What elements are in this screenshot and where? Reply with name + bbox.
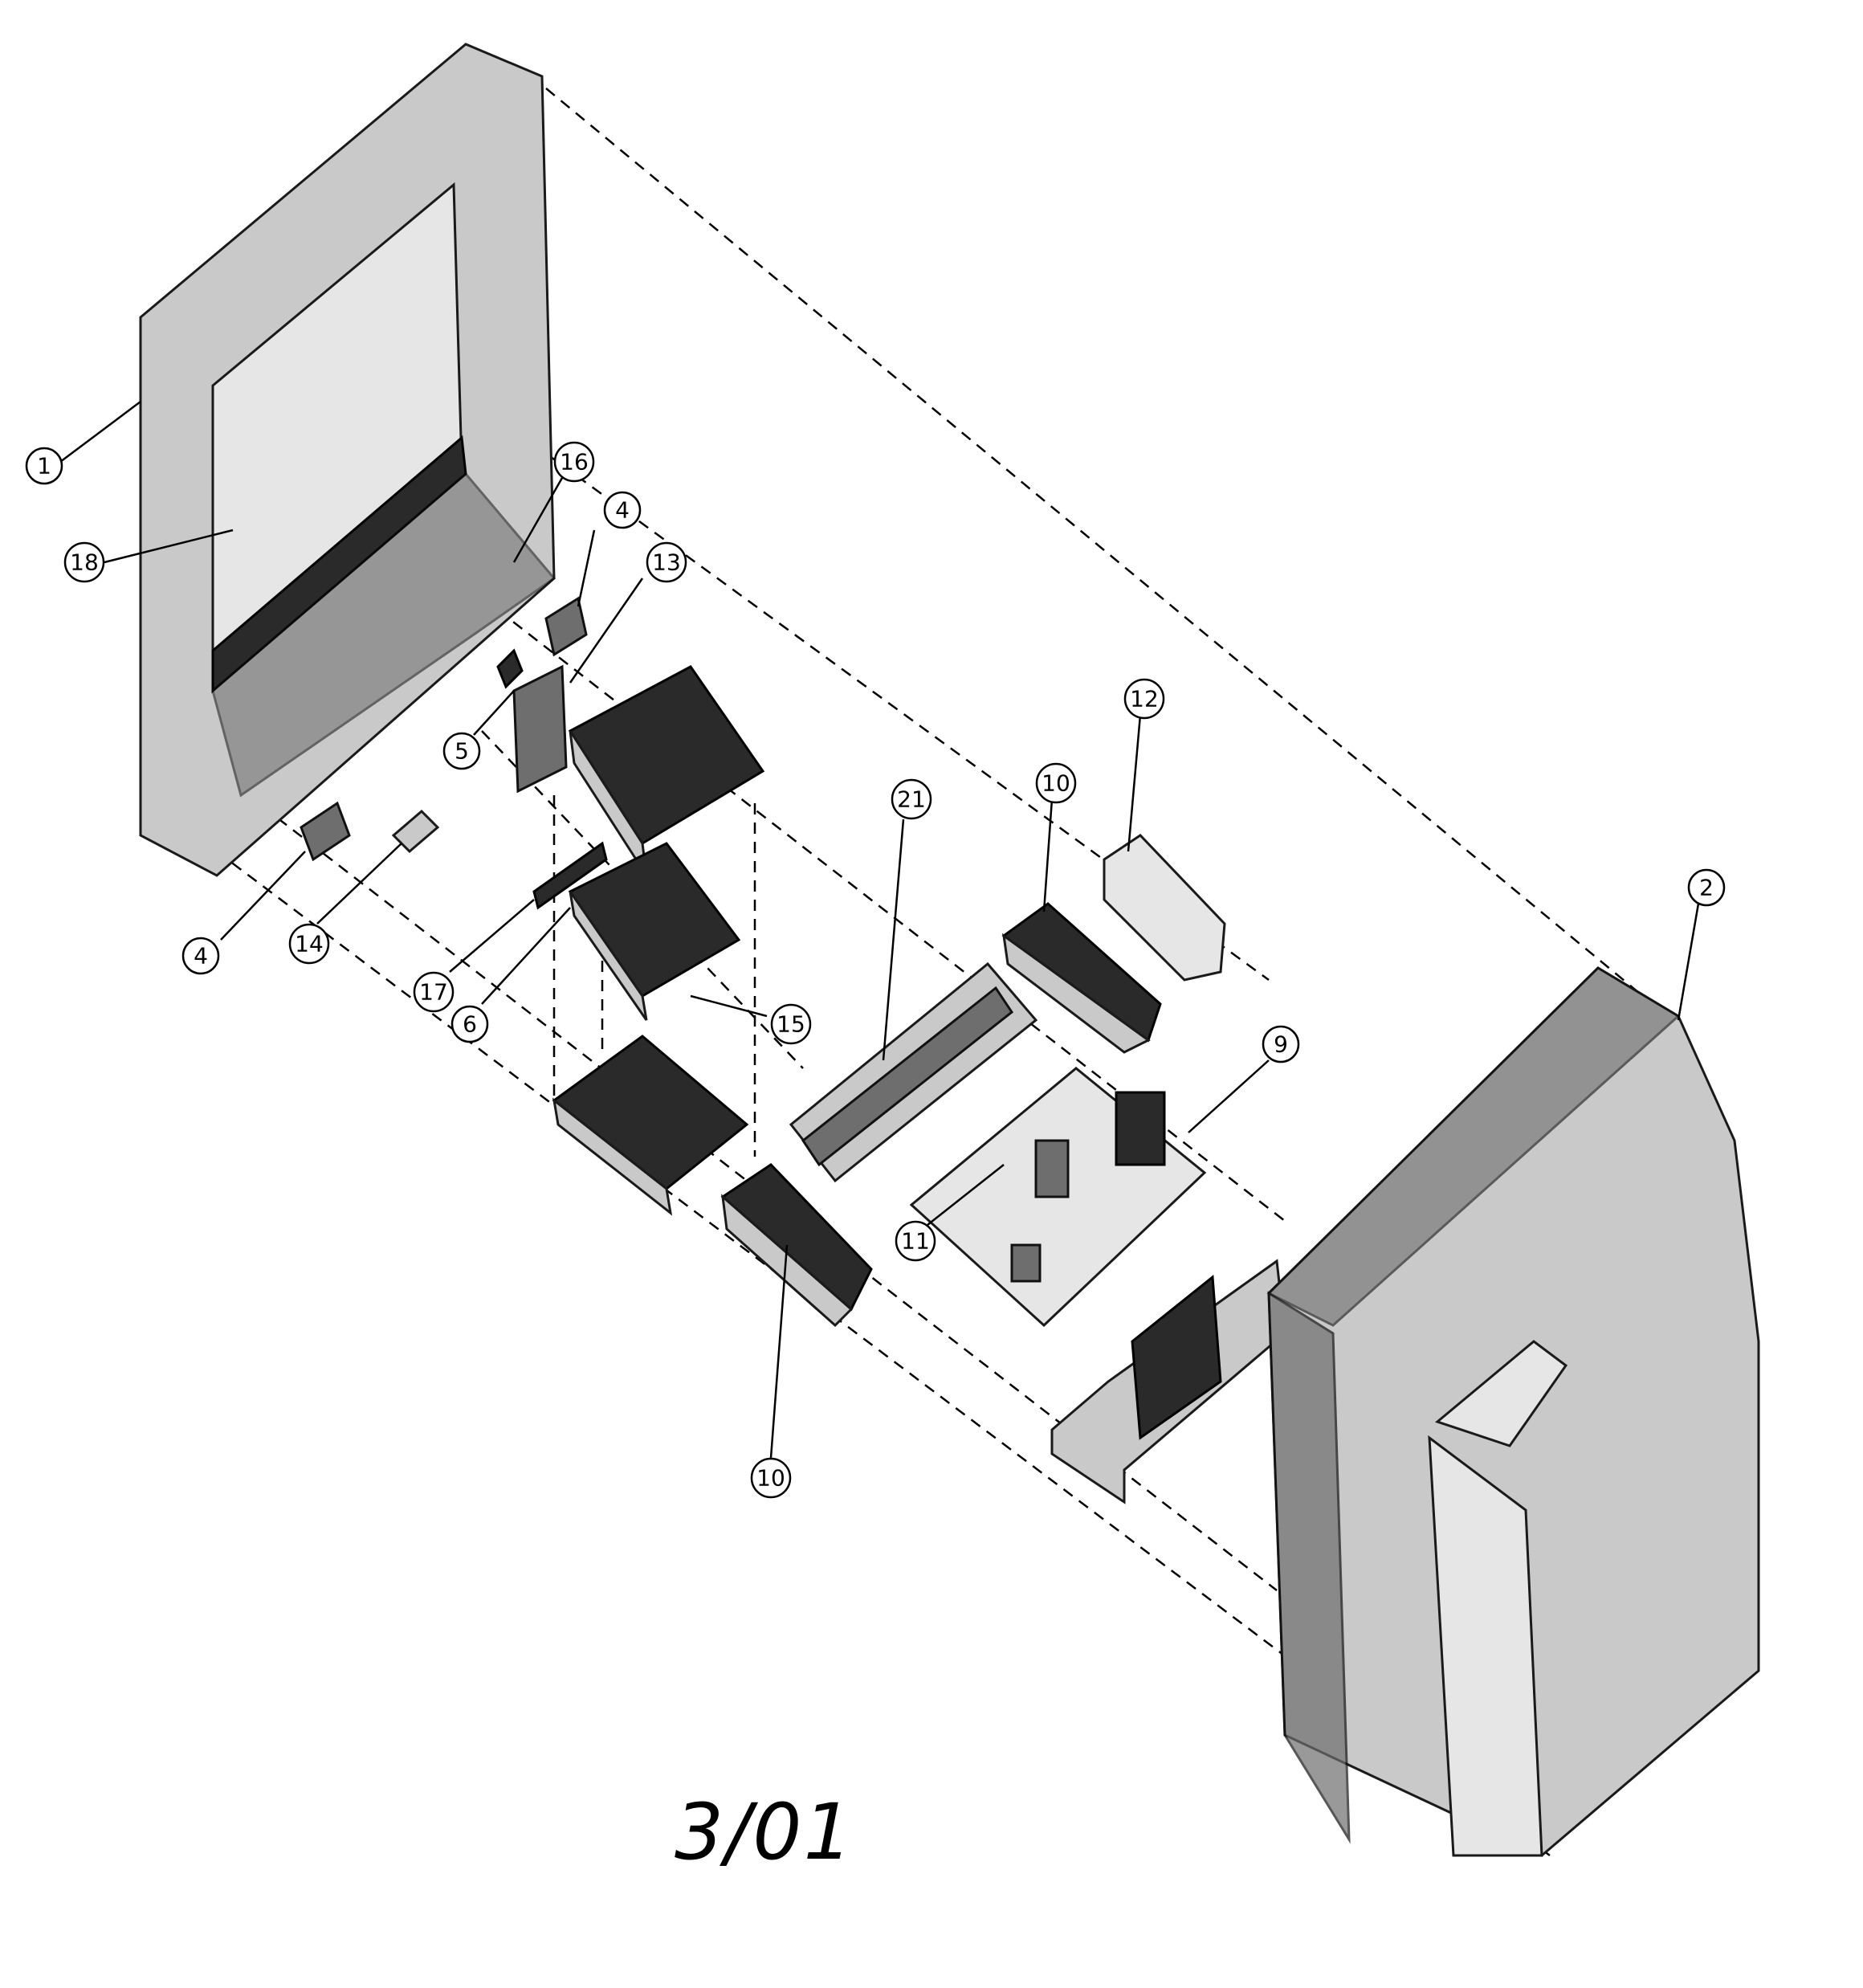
part-speaker-assemblies <box>552 665 765 1216</box>
callout-label: 15 <box>777 1011 805 1038</box>
callout-label: 12 <box>1130 686 1159 712</box>
part-small-pieces <box>300 596 608 910</box>
callout-4-upper: 4 <box>603 491 642 529</box>
callout-21: 21 <box>891 778 932 820</box>
callout-label: 10 <box>756 1465 785 1492</box>
part-bracket-10-upper <box>1001 902 1162 1054</box>
callout-label: 10 <box>1042 770 1070 797</box>
callout-label: 18 <box>70 549 99 576</box>
part-flyback-9 <box>1115 1091 1166 1166</box>
callout-label: 16 <box>560 449 589 476</box>
callout-12: 12 <box>1123 678 1165 720</box>
callout-10-upper: 10 <box>1035 762 1077 804</box>
callout-label: 14 <box>295 931 324 957</box>
callout-label: 13 <box>652 549 681 576</box>
part-main-board <box>909 1067 1207 1328</box>
callout-4-lower: 4 <box>181 937 220 975</box>
callout-label: 9 <box>1274 1031 1288 1058</box>
callout-11: 11 <box>895 1220 936 1262</box>
callout-2: 2 <box>1687 868 1726 907</box>
callout-label: 1 <box>37 453 51 480</box>
callout-16: 16 <box>553 441 595 483</box>
callout-5: 5 <box>442 732 481 770</box>
part-control-panel <box>1050 1259 1286 1504</box>
callout-10-lower: 10 <box>750 1457 792 1499</box>
callout-label: 4 <box>615 497 630 524</box>
callout-label: 6 <box>463 1011 477 1038</box>
callout-label: 2 <box>1699 875 1714 901</box>
callout-label: 21 <box>897 786 926 813</box>
callout-label: 4 <box>194 943 208 970</box>
callout-18: 18 <box>63 541 105 583</box>
callout-label: 11 <box>901 1228 930 1255</box>
part-rear-cabinet <box>1266 966 1760 1857</box>
callout-1: 1 <box>25 447 63 485</box>
revision-date: 3/01 <box>675 1787 854 1877</box>
callout-14: 14 <box>288 923 330 965</box>
callout-15: 15 <box>770 1003 812 1045</box>
callout-17: 17 <box>413 971 455 1013</box>
part-front-bezel <box>139 43 556 877</box>
part-bracket-21 <box>789 961 1038 1183</box>
leader-lines <box>59 401 1700 1459</box>
callout-label: 17 <box>419 979 448 1006</box>
callout-13: 13 <box>646 541 687 583</box>
callout-label: 5 <box>455 738 469 765</box>
callout-6: 6 <box>450 1005 489 1043</box>
part-bracket-12 <box>1103 834 1226 982</box>
callout-9: 9 <box>1262 1025 1300 1063</box>
part-bracket-10-lower <box>720 1163 873 1328</box>
